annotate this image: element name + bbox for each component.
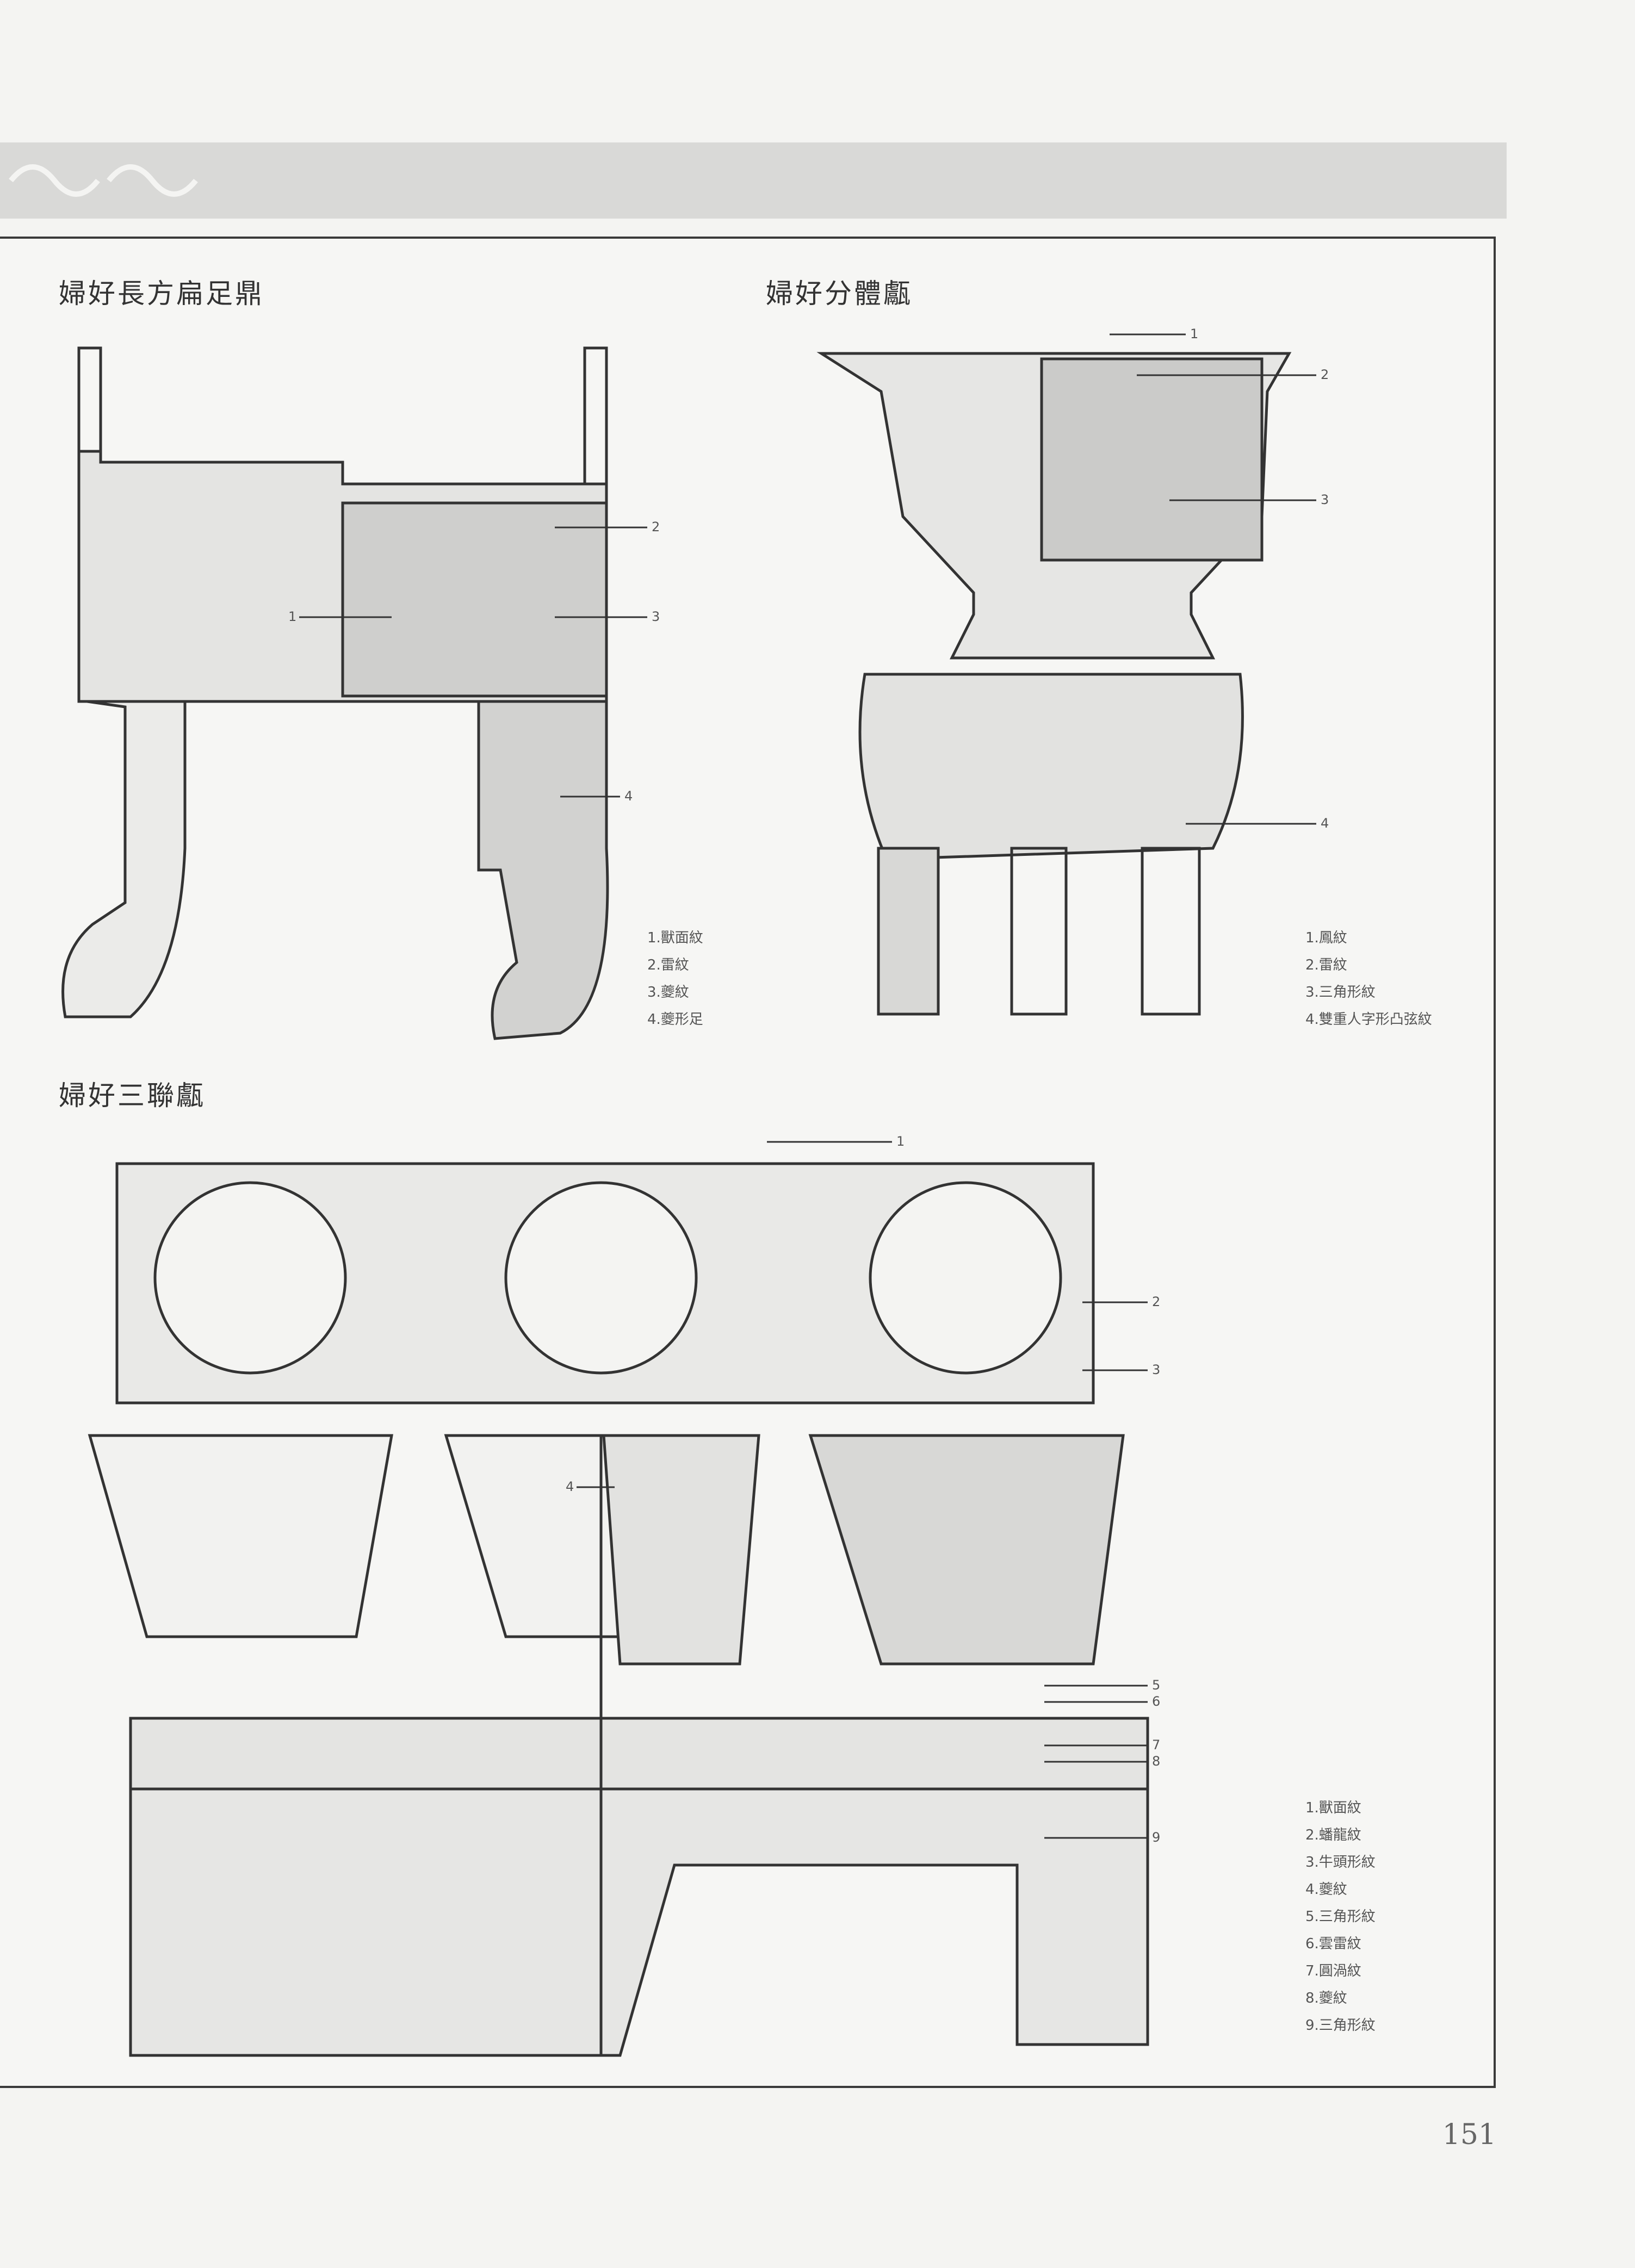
legend-item: 4.雙重人字形凸弦紋 — [1305, 1011, 1432, 1028]
callout-number: 4 — [566, 1479, 574, 1494]
legend-item: 3.三角形紋 — [1305, 984, 1376, 1001]
legend-item: 2.蟠龍紋 — [1305, 1827, 1361, 1843]
legend-item: 2.雷紋 — [647, 957, 689, 973]
legend-item: 8.夔紋 — [1305, 1990, 1347, 2006]
decorative-border-band — [0, 142, 1507, 219]
callout-number: 2 — [1321, 367, 1329, 382]
callout-number: 1 — [896, 1134, 905, 1149]
callout-number: 2 — [652, 519, 660, 535]
triple-yan-drawing — [88, 1162, 1149, 2057]
legend-yan: 1.鳳紋 2.雷紋 3.三角形紋 4.雙重人字形凸弦紋 — [1305, 924, 1432, 1033]
scroll-pattern-icon — [9, 164, 198, 197]
callout-number: 1 — [1190, 326, 1199, 341]
legend-item: 1.獸面紋 — [1305, 1800, 1361, 1816]
callout-number: 8 — [1152, 1754, 1161, 1769]
callout-number: 1 — [288, 609, 297, 624]
callout-number: 5 — [1152, 1677, 1161, 1693]
figure-title-triple-yan: 婦好三聯甗 — [59, 1080, 206, 1111]
legend-triple-yan: 1.獸面紋 2.蟠龍紋 3.牛頭形紋 4.夔紋 5.三角形紋 6.雲雷紋 7.圓… — [1305, 1794, 1376, 2039]
ding-drawing — [61, 346, 609, 1040]
legend-item: 7.圓渦紋 — [1305, 1963, 1361, 1979]
callout-number: 7 — [1152, 1737, 1161, 1753]
legend-item: 5.三角形紋 — [1305, 1909, 1376, 1925]
callout-number: 2 — [1152, 1294, 1161, 1309]
page-number: 151 — [1442, 2118, 1496, 2151]
figure-title-yan: 婦好分體甗 — [766, 278, 913, 309]
legend-item: 9.三角形紋 — [1305, 2017, 1376, 2034]
legend-item: 4.夔形足 — [647, 1011, 703, 1028]
legend-ding: 1.獸面紋 2.雷紋 3.夔紋 4.夔形足 — [647, 924, 703, 1033]
legend-item: 3.牛頭形紋 — [1305, 1854, 1376, 1871]
callout-number: 3 — [652, 609, 660, 624]
legend-item: 4.夔紋 — [1305, 1881, 1347, 1898]
legend-item: 6.雲雷紋 — [1305, 1936, 1361, 1952]
callout-number: 9 — [1152, 1830, 1161, 1845]
callout-number: 6 — [1152, 1694, 1161, 1709]
callout-number: 4 — [1321, 816, 1329, 831]
yan-drawing — [816, 352, 1292, 1016]
legend-item: 3.夔紋 — [647, 984, 689, 1001]
legend-item: 1.鳳紋 — [1305, 930, 1347, 946]
legend-item: 1.獸面紋 — [647, 930, 703, 946]
callout-number: 3 — [1152, 1362, 1161, 1377]
callout-number: 4 — [624, 788, 633, 804]
callout-number: 3 — [1321, 492, 1329, 507]
legend-item: 2.雷紋 — [1305, 957, 1347, 973]
figure-title-ding: 婦好長方扁足鼎 — [59, 278, 264, 309]
